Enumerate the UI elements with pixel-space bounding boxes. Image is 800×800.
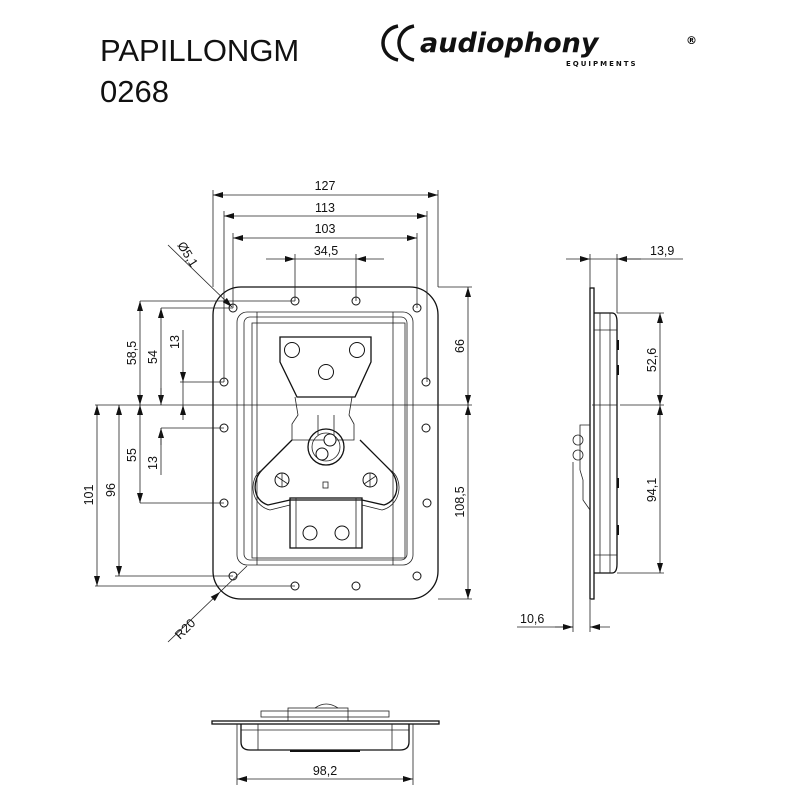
side-view: 13,9 52,6 94,1 10,6 — [517, 244, 683, 632]
logo-arc-icon — [397, 24, 415, 62]
dim-98-2: 98,2 — [313, 764, 337, 778]
dim-108-5: 108,5 — [453, 486, 467, 517]
latch-hub — [307, 428, 345, 466]
dim-113: 113 — [315, 201, 335, 215]
dim-13-9: 13,9 — [650, 244, 674, 258]
dim-54: 54 — [146, 350, 160, 364]
dim-13-bottom: 13 — [146, 456, 160, 470]
model-number: 0268 — [100, 74, 169, 109]
dim-55: 55 — [125, 448, 139, 462]
brand-subtitle: EQUIPMENTS — [566, 60, 638, 68]
dim-103: 103 — [315, 222, 336, 236]
latch-bottom-plate — [289, 497, 363, 549]
dim-13-top: 13 — [168, 335, 182, 349]
dimension-lines — [94, 192, 471, 643]
front-view: 127 113 103 34,5 Ø5,1 58,5 54 13 55 13 9… — [82, 179, 472, 643]
logo-arc-icon — [381, 24, 399, 62]
dim-52-6: 52,6 — [645, 348, 659, 372]
outer-plate — [212, 286, 439, 600]
side-recess — [594, 312, 618, 574]
audiophony-logo: audiophony ® EQUIPMENTS — [381, 24, 697, 68]
butterfly-latch — [252, 336, 400, 549]
dim-58-5: 58,5 — [125, 341, 139, 365]
recess-inner — [251, 322, 406, 559]
dim-94-1: 94,1 — [645, 478, 659, 502]
model-name: PAPILLONGM — [100, 33, 299, 68]
dim-96: 96 — [104, 483, 118, 497]
recess-outer — [236, 311, 414, 566]
latch-wings — [254, 439, 398, 506]
dim-127: 127 — [315, 179, 336, 193]
dim-66: 66 — [453, 339, 467, 353]
registered-mark: ® — [686, 34, 697, 47]
bottom-latch — [260, 710, 390, 718]
latch-top-plate — [279, 336, 372, 398]
dim-101: 101 — [82, 485, 96, 506]
bottom-recess — [240, 724, 410, 751]
side-plate — [589, 287, 595, 600]
bottom-view: 98,2 — [211, 703, 440, 785]
dim-hole-diameter: Ø5,1 — [174, 239, 200, 269]
dim-r20: R20 — [172, 616, 198, 642]
dim-34-5: 34,5 — [314, 244, 338, 258]
side-latch — [579, 424, 591, 511]
dim-10-6: 10,6 — [520, 612, 544, 626]
bottom-plate — [211, 720, 440, 725]
brand-name: audiophony — [420, 28, 600, 59]
